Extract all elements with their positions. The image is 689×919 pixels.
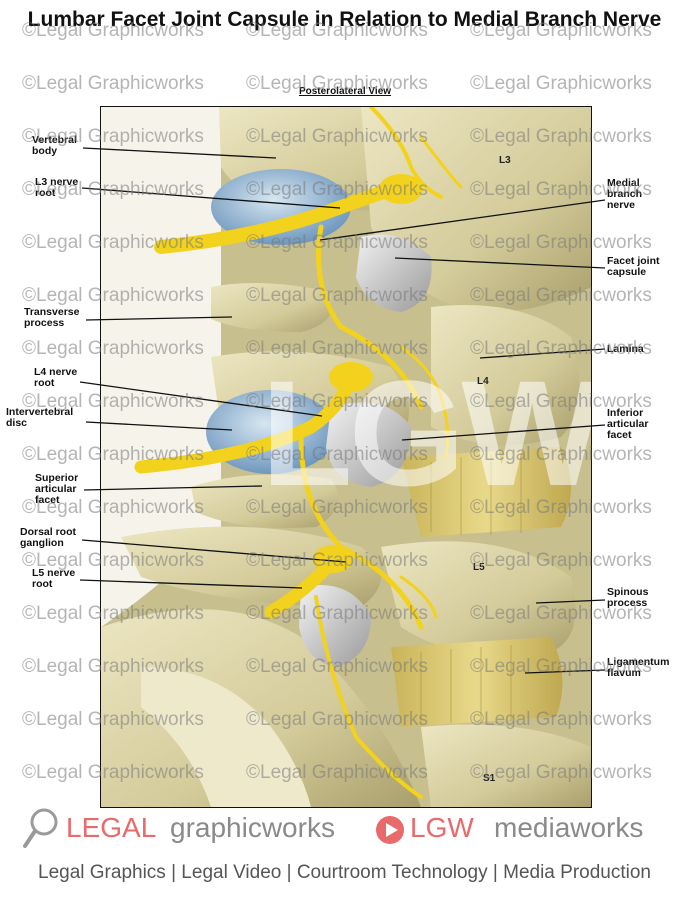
watermark-text: ©Legal Graphicworks bbox=[22, 762, 204, 783]
watermark-text: ©Legal Graphicworks bbox=[22, 73, 204, 94]
watermark-text: ©Legal Graphicworks bbox=[22, 179, 204, 200]
label-facet-joint-capsule: Facet joint capsule bbox=[607, 255, 660, 278]
label-intervertebral-disc: Intervertebral disc bbox=[6, 406, 74, 429]
brand-mediaworks: mediaworks bbox=[494, 812, 644, 843]
watermark-text: ©Legal Graphicworks bbox=[246, 285, 428, 306]
vertebra-label-s1: S1 bbox=[483, 773, 496, 784]
watermark-text: ©Legal Graphicworks bbox=[246, 497, 428, 518]
watermark-text: ©Legal Graphicworks bbox=[246, 338, 428, 359]
watermark-text: ©Legal Graphicworks bbox=[246, 73, 428, 94]
watermark-text: ©Legal Graphicworks bbox=[470, 285, 652, 306]
label-inferior-articular-facet: Inferior articular facet bbox=[607, 407, 649, 441]
watermark-text: ©Legal Graphicworks bbox=[22, 232, 204, 253]
center-watermark: LGW bbox=[261, 349, 592, 517]
watermark-text: ©Legal Graphicworks bbox=[22, 603, 204, 624]
watermark-text: ©Legal Graphicworks bbox=[470, 73, 652, 94]
watermark-text: ©Legal Graphicworks bbox=[246, 762, 428, 783]
watermark-text: ©Legal Graphicworks bbox=[470, 762, 652, 783]
label-ligamentum-flavum: Ligamentum flavum bbox=[607, 656, 670, 679]
watermark-text: ©Legal Graphicworks bbox=[246, 391, 428, 412]
brand-lgw: LGW bbox=[410, 812, 474, 843]
label-l4-nerve-root: L4 nerve root bbox=[34, 366, 78, 389]
watermark-text: ©Legal Graphicworks bbox=[246, 232, 428, 253]
brand-legal: LEGAL bbox=[66, 812, 157, 843]
watermark-text: ©Legal Graphicworks bbox=[470, 338, 652, 359]
label-spinous-process: Spinous process bbox=[607, 586, 649, 609]
watermark-text: ©Legal Graphicworks bbox=[470, 391, 652, 412]
label-vertebral-body: Vertebral body bbox=[32, 134, 77, 157]
watermark-text: ©Legal Graphicworks bbox=[22, 497, 204, 518]
label-medial-branch-nerve: Medial branch nerve bbox=[607, 177, 643, 211]
watermark-text: ©Legal Graphicworks bbox=[22, 20, 204, 41]
label-superior-articular-facet: Superior articular facet bbox=[35, 472, 79, 506]
tagline: Legal Graphics | Legal Video | Courtroom… bbox=[38, 862, 651, 883]
vertebra-label-l4: L4 bbox=[477, 376, 489, 387]
watermark-text: ©Legal Graphicworks bbox=[22, 550, 204, 571]
watermark-text: ©Legal Graphicworks bbox=[22, 709, 204, 730]
watermark-text: ©Legal Graphicworks bbox=[470, 232, 652, 253]
label-dorsal-root-ganglion: Dorsal root ganglion bbox=[20, 526, 77, 549]
watermark-text: ©Legal Graphicworks bbox=[470, 126, 652, 147]
brand-footer: LEGAL graphicworks LGW mediaworks bbox=[22, 806, 672, 850]
watermark-text: ©Legal Graphicworks bbox=[470, 656, 652, 677]
watermark-text: ©Legal Graphicworks bbox=[246, 126, 428, 147]
label-transverse-process: Transverse process bbox=[24, 306, 80, 329]
watermark-text: ©Legal Graphicworks bbox=[22, 126, 204, 147]
watermark-text: ©Legal Graphicworks bbox=[470, 179, 652, 200]
vertebra-label-l3: L3 bbox=[499, 155, 511, 166]
brand-graphicworks: graphicworks bbox=[170, 812, 335, 843]
label-l3-nerve-root: L3 nerve root bbox=[35, 176, 79, 199]
watermark-text: ©Legal Graphicworks bbox=[22, 285, 204, 306]
magnifier-icon bbox=[23, 808, 58, 848]
watermark-text: ©Legal Graphicworks bbox=[22, 656, 204, 677]
watermark-text: ©Legal Graphicworks bbox=[246, 603, 428, 624]
watermark-text: ©Legal Graphicworks bbox=[246, 179, 428, 200]
view-label: Posterolateral View bbox=[298, 86, 392, 97]
watermark-text: ©Legal Graphicworks bbox=[22, 391, 204, 412]
page-title: Lumbar Facet Joint Capsule in Relation t… bbox=[27, 8, 662, 31]
vertebra-label-l5: L5 bbox=[473, 562, 485, 573]
watermark-text: ©Legal Graphicworks bbox=[246, 550, 428, 571]
watermark-text: ©Legal Graphicworks bbox=[470, 603, 652, 624]
watermark-text: ©Legal Graphicworks bbox=[246, 20, 428, 41]
watermark-text: ©Legal Graphicworks bbox=[246, 709, 428, 730]
watermark-text: ©Legal Graphicworks bbox=[470, 497, 652, 518]
play-icon bbox=[376, 816, 404, 844]
watermark-text: ©Legal Graphicworks bbox=[22, 338, 204, 359]
watermark-text: ©Legal Graphicworks bbox=[470, 709, 652, 730]
label-l5-nerve-root: L5 nerve root bbox=[32, 567, 76, 590]
watermark-text: ©Legal Graphicworks bbox=[470, 20, 652, 41]
watermark-text: ©Legal Graphicworks bbox=[246, 656, 428, 677]
watermark-text: ©Legal Graphicworks bbox=[246, 444, 428, 465]
label-lamina: Lamina bbox=[607, 343, 644, 355]
watermark-text: ©Legal Graphicworks bbox=[470, 444, 652, 465]
watermark-text: ©Legal Graphicworks bbox=[470, 550, 652, 571]
watermark-text: ©Legal Graphicworks bbox=[22, 444, 204, 465]
